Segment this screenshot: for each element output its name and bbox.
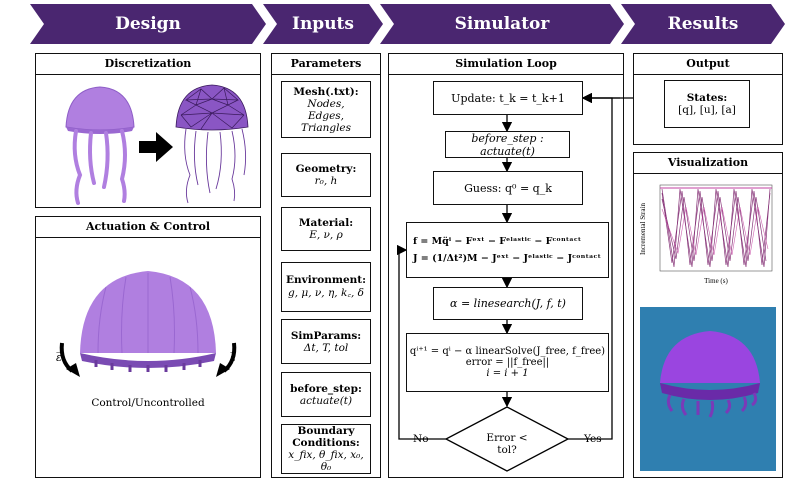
param-mesh-line2: Edges, Triangles — [300, 109, 352, 134]
jellyfish-mesh-icon — [175, 84, 249, 204]
before-step-box: before_step : actuate(t) — [445, 131, 570, 158]
assembly-box: f = Mq̈ⁱ − Fᵉˣᵗ − Fᵉˡᵃˢᵗⁱᶜ − Fᶜᵒⁿᵗᵃᶜᵗ J … — [406, 222, 609, 278]
jellyfish-render-icon — [660, 331, 760, 418]
param-environment-line1: g, μ, ν, η, k꜀, δ — [288, 287, 364, 299]
param-material-head: Material: — [298, 217, 354, 229]
param-geometry-head: Geometry: — [295, 163, 357, 175]
param-material-line1: E, ν, ρ — [309, 229, 343, 241]
yes-label: Yes — [584, 433, 602, 445]
guess-text: Guess: q⁰ = q_k — [464, 181, 552, 195]
plot-ylabel: Incremental Strain — [639, 203, 647, 255]
param-simparams-line1: Δt, T, tol — [303, 341, 349, 354]
param-environment: Environment: g, μ, ν, η, k꜀, δ — [281, 262, 371, 312]
strain-plot: Incremental Strain Time (s) — [639, 184, 773, 285]
newton-update: qⁱ⁺¹ = qⁱ − α linearSolve(J_free, f_free… — [409, 346, 606, 357]
states-values: [q], [u], [a] — [678, 104, 736, 116]
banner-simulator-shape — [380, 4, 624, 44]
param-mesh: Mesh(.txt): Nodes, Edges, Triangles — [281, 81, 371, 138]
update-text: Update: t_k = t_k+1 — [451, 91, 565, 105]
actuation-panel: Actuation & Control ε̅ ε̅ Control/Uncont… — [35, 216, 261, 478]
jellyfish-smooth-icon — [65, 86, 135, 205]
jellyfish-bell-icon — [80, 271, 216, 372]
render-scene — [640, 307, 776, 471]
actuation-illustration — [59, 271, 237, 377]
plot-xlabel: Time (s) — [704, 277, 728, 285]
increment-text: i = i + 1 — [486, 368, 529, 379]
force-equation: f = Mq̈ⁱ − Fᵉˣᵗ − Fᵉˡᵃˢᵗⁱᶜ − Fᶜᵒⁿᵗᵃᶜᵗ — [413, 236, 582, 247]
banner-inputs-label: Inputs — [292, 14, 354, 34]
output-title: Output — [634, 54, 782, 75]
epsilon-left-label: ε̅ — [56, 351, 62, 364]
banner-design-shape — [30, 4, 266, 44]
param-before-step-line1: actuate(t) — [299, 394, 353, 407]
banner-results-shape — [621, 4, 785, 44]
newton-box: qⁱ⁺¹ = qⁱ − α linearSolve(J_free, f_free… — [406, 333, 609, 392]
param-simparams-head: SimParams: — [290, 329, 362, 342]
output-panel: Output States: [q], [u], [a] — [633, 53, 783, 145]
epsilon-right-label: ε̅ — [230, 351, 236, 364]
linesearch-text: α = linesearch(J, f, t) — [450, 297, 566, 310]
banner-design: Design — [30, 4, 266, 44]
banner-results-label: Results — [667, 14, 739, 34]
no-label: No — [413, 433, 429, 445]
guess-box: Guess: q⁰ = q_k — [433, 171, 583, 205]
visualization-panel: Visualization Incremental Strain Time (s… — [633, 152, 783, 478]
param-simparams: SimParams: Δt, T, tol — [281, 319, 371, 364]
param-mesh-line1: Nodes, — [307, 97, 345, 110]
param-boundary-line1: x_fix, θ_fix, x₀, θ₀ — [288, 449, 364, 473]
param-mesh-head: Mesh(.txt): — [293, 85, 359, 98]
jacobian-equation: J = (1/Δt²)M − Jᵉˣᵗ − Jᵉˡᵃˢᵗⁱᶜ − Jᶜᵒⁿᵗᵃᶜ… — [413, 253, 602, 264]
banner-inputs: Inputs — [263, 4, 383, 44]
banner-design-label: Design — [115, 14, 181, 34]
param-before-step: before_step: actuate(t) — [281, 372, 371, 417]
param-environment-head: Environment: — [285, 274, 367, 286]
discretization-panel: Discretization — [35, 53, 261, 208]
update-box: Update: t_k = t_k+1 — [433, 81, 583, 115]
actuation-title: Actuation & Control — [36, 217, 260, 238]
error-text: error = ||f_free|| — [465, 357, 550, 368]
discretization-title: Discretization — [36, 54, 260, 75]
states-box: States: [q], [u], [a] — [664, 80, 750, 128]
banner-simulator: Simulator — [380, 4, 624, 44]
parameters-title: Parameters — [272, 54, 380, 75]
parameters-panel: Parameters Mesh(.txt): Nodes, Edges, Tri… — [271, 53, 381, 478]
visualization-title: Visualization — [634, 153, 782, 174]
control-label: Control/Uncontrolled — [91, 397, 205, 409]
simulation-title: Simulation Loop — [389, 54, 623, 75]
decision-text: Error < tol? — [486, 432, 528, 456]
before-step-text: before_step : actuate(t) — [471, 131, 544, 158]
banner-simulator-label: Simulator — [454, 14, 550, 34]
discretization-illustration — [65, 84, 249, 205]
arrow-right-icon — [139, 132, 173, 162]
param-geometry-line1: r₀, h — [314, 175, 338, 187]
param-boundary: Boundary Conditions: x_fix, θ_fix, x₀, θ… — [281, 424, 371, 474]
banner-results: Results — [621, 4, 785, 44]
param-boundary-head: Boundary Conditions: — [292, 425, 360, 449]
param-before-step-head: before_step: — [290, 382, 362, 395]
param-material: Material: E, ν, ρ — [281, 207, 371, 251]
banner-inputs-shape — [263, 4, 383, 44]
states-head: States: — [686, 92, 728, 104]
param-geometry: Geometry: r₀, h — [281, 153, 371, 197]
linesearch-box: α = linesearch(J, f, t) — [433, 287, 583, 320]
